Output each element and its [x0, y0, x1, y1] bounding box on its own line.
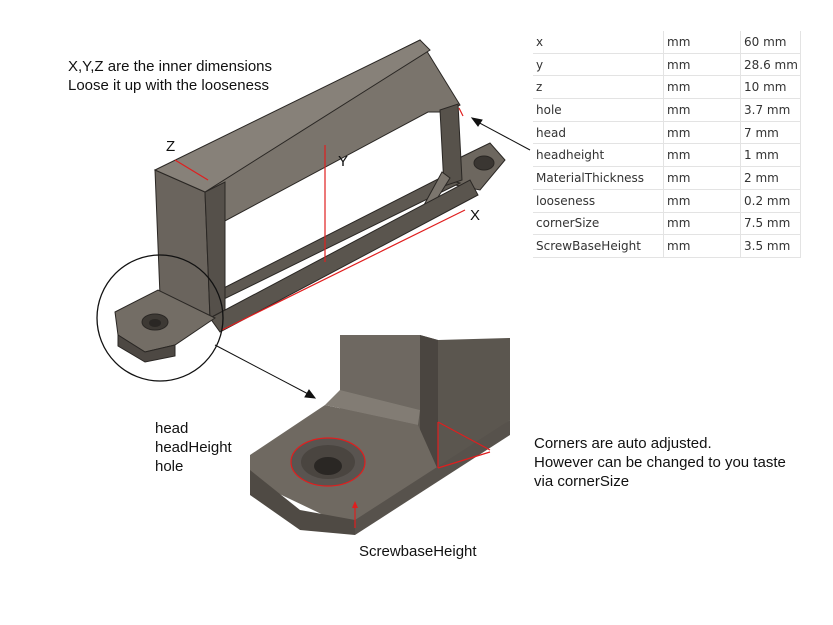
dimension-lines	[174, 107, 466, 331]
y-axis-label: Y	[338, 153, 349, 170]
parameter-unit: mm	[663, 121, 741, 145]
parameter-name: head	[533, 121, 664, 145]
parameter-value: 1 mm	[740, 143, 801, 168]
detail-dimension-lines	[352, 421, 491, 528]
parameter-name: looseness	[533, 189, 664, 213]
parameter-value: 3.7 mm	[740, 98, 801, 122]
x-dimension-line	[221, 209, 466, 331]
parameter-unit: mm	[663, 234, 741, 258]
parameter-unit: mm	[663, 189, 741, 213]
magnify-circle	[96, 254, 224, 382]
parameter-value: 7 mm	[740, 121, 801, 145]
inner-dimensions-note: X,Y,Z are the inner dimensions Loose it …	[68, 58, 273, 94]
parameter-value: 7.5 mm	[740, 212, 801, 236]
parameter-name: hole	[533, 98, 664, 122]
z-axis-label: Z	[166, 138, 176, 155]
parameter-name: y	[533, 53, 664, 77]
corners-note: Corners are auto adjusted. However can b…	[534, 435, 786, 490]
parameter-name: ScrewBaseHeight	[533, 234, 664, 258]
parameter-value: 10 mm	[740, 75, 801, 100]
z-dimension-line	[174, 159, 209, 181]
bracket-model	[114, 39, 506, 363]
parameter-value: 0.2 mm	[740, 189, 801, 213]
parameter-name: MaterialThickness	[533, 166, 664, 190]
x-axis-label: X	[470, 207, 481, 224]
parameter-name: z	[533, 75, 664, 100]
parameter-value: 28.6 mm	[740, 53, 801, 77]
pointer-arrows	[214, 117, 531, 399]
parameter-name: headheight	[533, 143, 664, 168]
parameter-unit: mm	[663, 31, 741, 54]
screwbase-height-label: ScrewbaseHeight	[359, 543, 477, 560]
hole-parameters-note: head headHeight hole	[155, 420, 232, 475]
parameter-value: 60 mm	[740, 31, 801, 54]
parameter-value: 2 mm	[740, 166, 801, 190]
parameter-unit: mm	[663, 143, 741, 168]
detail-model	[250, 335, 510, 535]
x-inner-mark	[458, 107, 464, 117]
parameter-value: 3.5 mm	[740, 234, 801, 258]
parameter-unit: mm	[663, 98, 741, 122]
parameter-unit: mm	[663, 212, 741, 236]
parameter-unit: mm	[663, 75, 741, 100]
parameter-unit: mm	[663, 53, 741, 77]
parameter-unit: mm	[663, 166, 741, 190]
parameter-name: x	[533, 31, 664, 54]
parameter-name: cornerSize	[533, 212, 664, 236]
